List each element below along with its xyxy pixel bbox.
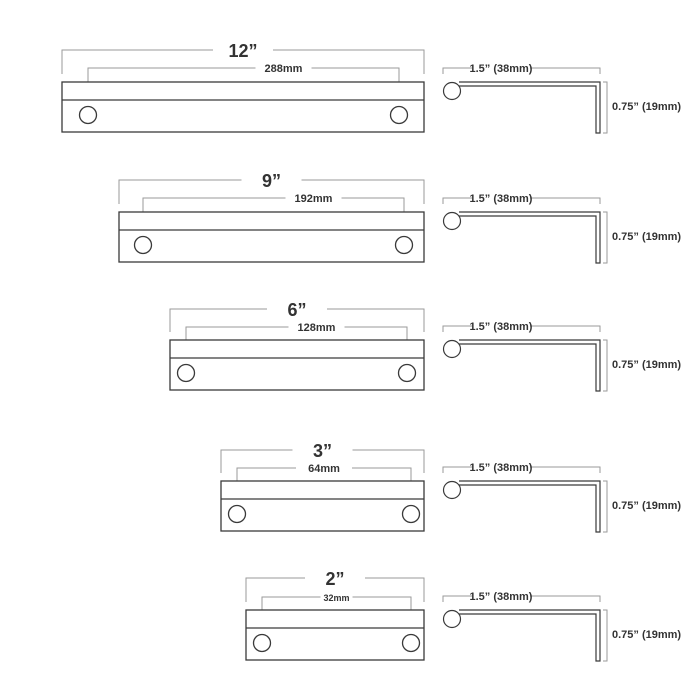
width-label: 1.5” (38mm)	[470, 591, 533, 603]
handle-front-view	[220, 480, 425, 532]
height-label: 0.75” (19mm)	[612, 629, 681, 641]
handle-front-view	[169, 339, 425, 391]
hole-spacing-label: 192mm	[295, 193, 333, 205]
profile-hook-curl	[442, 480, 462, 500]
profile-hook-curl	[442, 211, 462, 231]
mounting-hole	[78, 105, 98, 125]
width-label: 1.5” (38mm)	[470, 462, 533, 474]
length-dimension-line	[118, 179, 425, 204]
handle-row: 2” 32mm 1.5” (38mm) 0.75” (19mm)	[245, 569, 681, 662]
width-label: 1.5” (38mm)	[470, 193, 533, 205]
handle-row: 9” 192mm 1.5” (38mm) 0.75” (19mm)	[118, 171, 681, 264]
width-label: 1.5” (38mm)	[470, 63, 533, 75]
height-dimension-line	[603, 339, 608, 392]
length-dimension-line	[61, 49, 425, 74]
height-dimension-line	[603, 480, 608, 533]
profile-side-view	[459, 480, 601, 533]
height-dimension-line	[603, 81, 608, 134]
width-dimension-line	[442, 67, 601, 74]
mounting-hole	[227, 504, 247, 524]
length-dimension-line	[245, 577, 425, 602]
length-label: 3”	[313, 441, 332, 461]
width-dimension-line	[442, 595, 601, 602]
handle-front-view	[245, 609, 425, 661]
profile-side-view	[459, 81, 601, 134]
mounting-hole	[133, 235, 153, 255]
mounting-hole	[397, 363, 417, 383]
handle-front-view	[61, 81, 425, 133]
width-dimension-line	[442, 197, 601, 204]
height-dimension-line	[603, 211, 608, 264]
length-dimension-line	[169, 308, 425, 332]
profile-side-view	[459, 609, 601, 662]
profile-side-view	[459, 211, 601, 264]
handle-row: 12” 288mm 1.5” (38mm) 0.75” (19mm)	[61, 41, 681, 134]
hole-spacing-label: 64mm	[308, 463, 340, 475]
length-label: 9”	[262, 171, 281, 191]
width-dimension-line	[442, 325, 601, 332]
mounting-hole	[176, 363, 196, 383]
profile-hook-curl	[442, 81, 462, 101]
mounting-hole	[401, 633, 421, 653]
handle-front-view	[118, 211, 425, 263]
width-dimension-line	[442, 466, 601, 473]
width-label: 1.5” (38mm)	[470, 321, 533, 333]
height-label: 0.75” (19mm)	[612, 359, 681, 371]
profile-hook-curl	[442, 609, 462, 629]
mounting-hole	[252, 633, 272, 653]
handle-row: 6” 128mm 1.5” (38mm) 0.75” (19mm)	[169, 300, 681, 392]
length-dimension-line	[220, 449, 425, 473]
length-label: 12”	[228, 41, 257, 61]
handle-row: 3” 64mm 1.5” (38mm) 0.75” (19mm)	[220, 441, 681, 533]
mounting-hole	[394, 235, 414, 255]
hole-spacing-label: 288mm	[265, 63, 303, 75]
length-label: 2”	[325, 569, 344, 589]
profile-side-view	[459, 339, 601, 392]
height-label: 0.75” (19mm)	[612, 231, 681, 243]
height-label: 0.75” (19mm)	[612, 500, 681, 512]
height-label: 0.75” (19mm)	[612, 101, 681, 113]
mounting-hole	[401, 504, 421, 524]
profile-hook-curl	[442, 339, 462, 359]
hole-spacing-label: 32mm	[323, 593, 349, 603]
hole-spacing-label: 128mm	[298, 322, 336, 334]
length-label: 6”	[287, 300, 306, 320]
mounting-hole	[389, 105, 409, 125]
height-dimension-line	[603, 609, 608, 662]
